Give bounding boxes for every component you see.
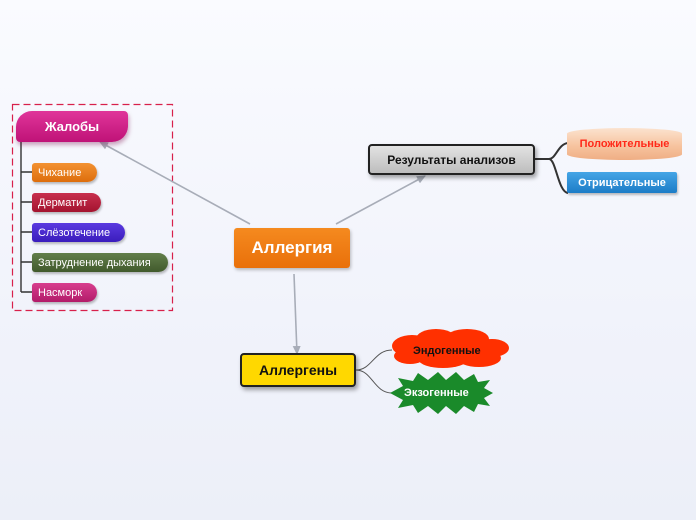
branch-results-negative bbox=[535, 158, 569, 194]
symptom-sneezing[interactable]: Чихание bbox=[32, 163, 97, 182]
result-positive[interactable]: Положительные bbox=[567, 128, 682, 160]
symptom-dermatitis[interactable]: Дерматит bbox=[32, 193, 101, 212]
central-topic-allergy[interactable]: Аллергия bbox=[234, 228, 350, 268]
complaints-boundary bbox=[11, 103, 174, 312]
result-negative[interactable]: Отрицательные bbox=[567, 172, 677, 193]
branch-allergens-endo bbox=[355, 349, 393, 371]
tree-complaints bbox=[20, 142, 32, 293]
link-central-allergens bbox=[292, 273, 301, 355]
branch-allergens-exo bbox=[355, 369, 393, 394]
branch-results-positive bbox=[535, 142, 569, 160]
symptom-breathing-difficulty[interactable]: Затруднение дыхания bbox=[32, 253, 168, 272]
topic-allergens[interactable]: Аллергены bbox=[240, 353, 356, 387]
link-central-complaints bbox=[99, 141, 251, 225]
allergen-exogenous-label: Экзогенные bbox=[404, 387, 469, 399]
exogenous-starburst[interactable] bbox=[390, 372, 493, 414]
link-central-results bbox=[335, 175, 426, 225]
symptom-runny-nose[interactable]: Насморк bbox=[32, 283, 97, 302]
topic-complaints[interactable]: Жалобы bbox=[16, 111, 128, 142]
symptom-lacrimation[interactable]: Слёзотечение bbox=[32, 223, 125, 242]
allergen-endogenous-label: Эндогенные bbox=[413, 345, 481, 357]
topic-test-results[interactable]: Результаты анализов bbox=[368, 144, 535, 175]
endogenous-cloud[interactable] bbox=[392, 329, 509, 368]
